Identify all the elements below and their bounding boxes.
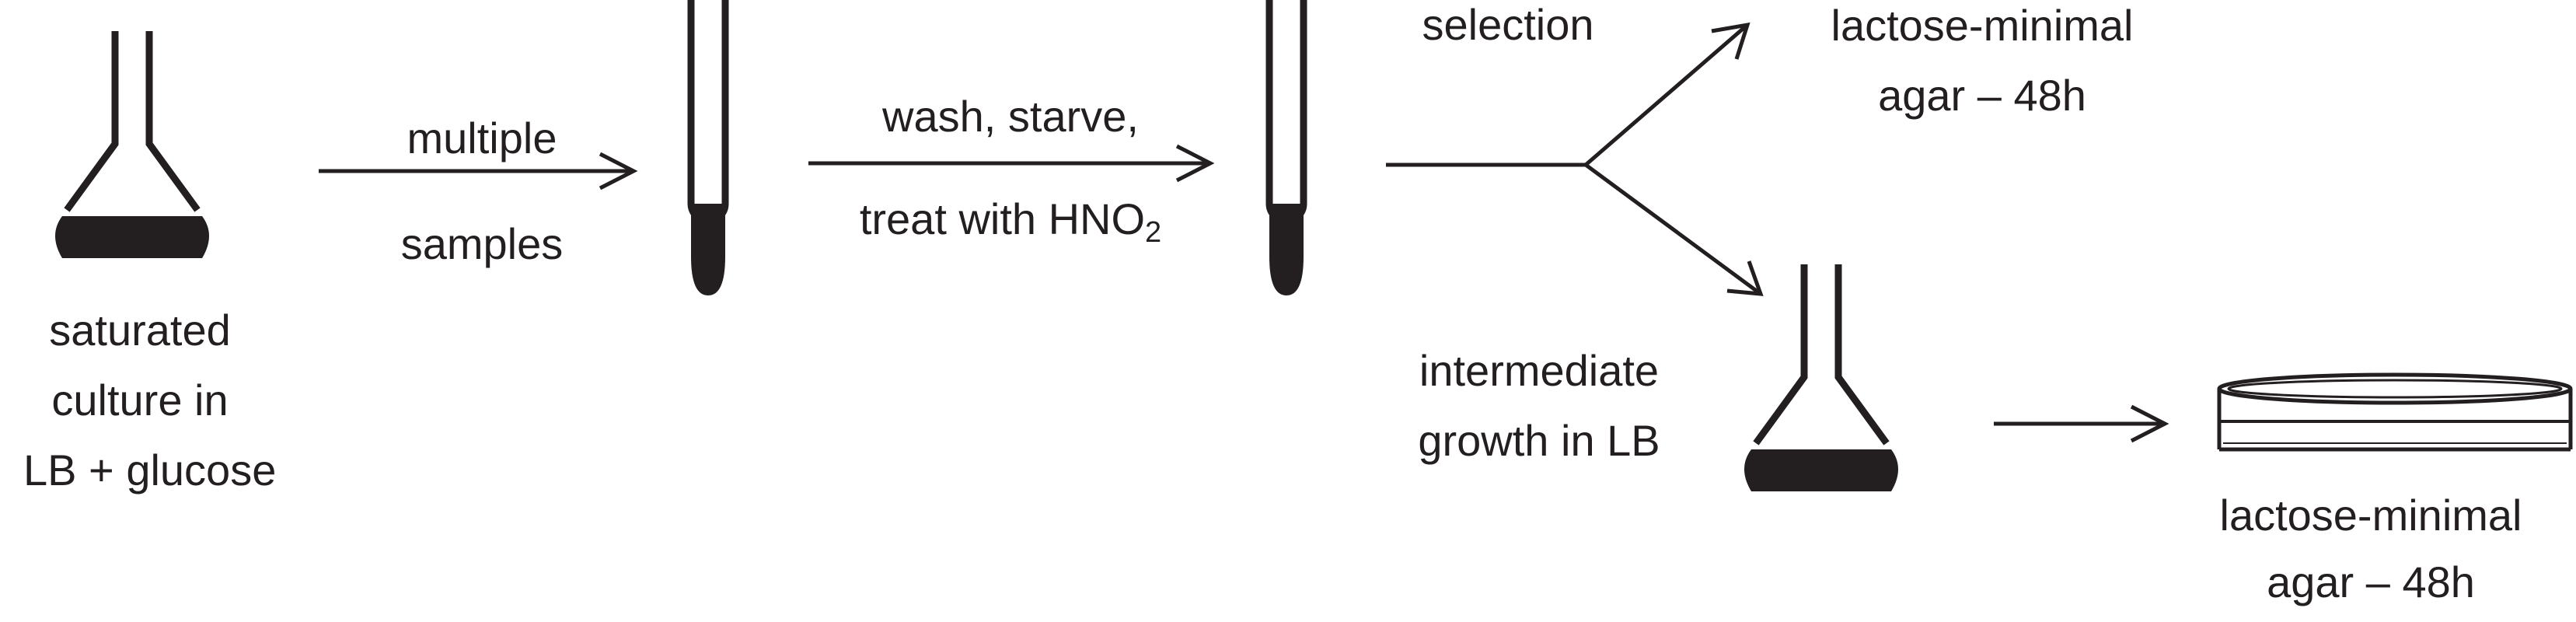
test-tube-icon-2: [1269, 0, 1304, 295]
arrow-to-tube-2: [808, 144, 1215, 183]
lactose-minimal-bottom-label: lactose-minimal agar – 48h: [2176, 482, 2565, 616]
growth-in-lb-line: growth in LB: [1418, 416, 1660, 465]
intermediate-line: intermediate: [1419, 346, 1660, 395]
arrow-to-plate: [1994, 404, 2169, 443]
saturated-culture-line-1: saturated: [49, 306, 231, 355]
lactose-minimal-top-line-2: agar – 48h: [1878, 71, 2086, 120]
intermediate-growth-label: intermediate growth in LB: [1368, 336, 1710, 476]
samples-label: samples: [400, 219, 564, 268]
saturated-culture-line-2: culture in: [51, 376, 229, 425]
lactose-minimal-bottom-line-1: lactose-minimal: [2219, 491, 2522, 540]
treat-with-subscript: 2: [1145, 216, 1162, 249]
test-tube-icon-1: [691, 0, 725, 295]
wash-starve-label: wash, starve,: [882, 92, 1139, 141]
lactose-minimal-top-label: lactose-minimal agar – 48h: [1788, 0, 2176, 131]
selection-label: selection: [1422, 0, 1594, 49]
multiple-label: multiple: [407, 114, 557, 162]
saturated-culture-label: saturated culture in LB + glucose: [23, 295, 277, 505]
treat-with-label: treat with HNO2: [793, 194, 1228, 248]
multiple-samples-label: multiple samples: [365, 86, 599, 297]
selection-branch-arrows: [1386, 22, 1764, 296]
treat-with-text: treat with HNO: [859, 194, 1146, 243]
flask-icon-intermediate: [1744, 264, 1898, 491]
arrow-to-tube-1: [319, 152, 638, 190]
lactose-minimal-top-line-1: lactose-minimal: [1831, 1, 2134, 50]
lactose-minimal-bottom-line-2: agar – 48h: [2267, 557, 2475, 606]
saturated-culture-line-3: LB + glucose: [23, 446, 277, 494]
petri-dish-icon: [2217, 372, 2573, 452]
flask-icon-culture: [55, 31, 209, 258]
